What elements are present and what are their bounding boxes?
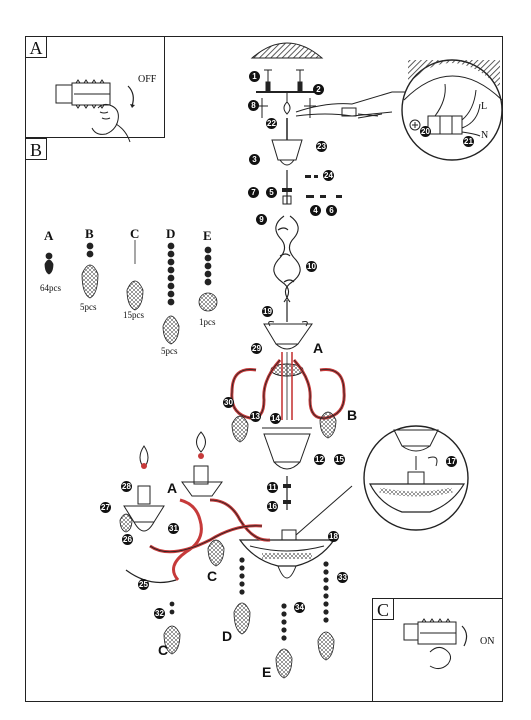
- crystal-d-qty: 5pcs: [161, 346, 178, 356]
- crystal-b-letter: B: [85, 226, 94, 241]
- callout-16: 16: [267, 501, 278, 512]
- part-letter-a-top: A: [313, 340, 324, 356]
- wire-neutral-label: N: [481, 130, 489, 141]
- callout-7: 7: [248, 187, 259, 198]
- ceiling-dome: [250, 42, 324, 59]
- bowl-detail-circle: [363, 425, 469, 531]
- wire-live-label: L: [481, 101, 488, 112]
- callout-25: 25: [138, 579, 149, 590]
- decor-arm-right: [292, 358, 346, 420]
- switch-off-text: OFF: [138, 74, 157, 85]
- callout-28: 28: [121, 481, 132, 492]
- part-letter-d: D: [222, 628, 233, 644]
- callout-31: 31: [168, 523, 179, 534]
- crystal-c-qty: 15pcs: [123, 310, 144, 320]
- callout-29: 29: [251, 343, 262, 354]
- switch-on-text: ON: [480, 636, 495, 647]
- callout-2: 2: [313, 84, 324, 95]
- crystal-d-letter: D: [166, 226, 176, 241]
- callout-8: 8: [248, 100, 259, 111]
- crystal-c-letter: C: [130, 226, 140, 241]
- chain: [273, 215, 301, 303]
- callout-13: 13: [250, 411, 261, 422]
- part-letter-c-arm: C: [207, 568, 218, 584]
- callout-19: 19: [262, 306, 273, 317]
- panel-c-label: C: [372, 598, 394, 620]
- callout-32: 32: [154, 608, 165, 619]
- rotate-arrow-off: [127, 85, 134, 107]
- crystal-b-qty: 5pcs: [80, 302, 97, 312]
- terminal-block-on: [403, 618, 457, 670]
- callout-5: 5: [266, 187, 277, 198]
- part-letter-b: B: [347, 407, 358, 423]
- callout-30: 30: [223, 397, 234, 408]
- callout-10: 10: [306, 261, 317, 272]
- panel-a-label: A: [25, 36, 47, 58]
- callout-4: 4: [310, 205, 321, 216]
- callout-9: 9: [256, 214, 267, 225]
- callout-17: 17: [446, 456, 457, 467]
- callout-15: 15: [334, 454, 345, 465]
- crystal-a-letter: A: [44, 228, 54, 243]
- crystal-e-letter: E: [203, 228, 212, 243]
- callout-27: 27: [100, 502, 111, 513]
- callout-21: 21: [463, 136, 474, 147]
- callout-23: 23: [316, 141, 327, 152]
- canopy-cup: [271, 139, 303, 161]
- crystal-a-qty: 64pcs: [40, 283, 61, 293]
- crystal-e-qty: 1pcs: [199, 317, 216, 327]
- callout-34: 34: [294, 602, 305, 613]
- callout-26: 26: [122, 534, 133, 545]
- terminal-block-off: [55, 79, 111, 109]
- callout-6: 6: [326, 205, 337, 216]
- diagram-frame: [25, 36, 503, 702]
- callout-12: 12: [314, 454, 325, 465]
- callout-33: 33: [337, 572, 348, 583]
- crystal-legend-drawings: [44, 240, 218, 345]
- callout-11: 11: [267, 482, 278, 493]
- part-letter-e: E: [262, 664, 272, 680]
- callout-3: 3: [249, 154, 260, 165]
- part-letter-a-arm: A: [167, 480, 178, 496]
- callout-14: 14: [270, 413, 281, 424]
- hand-icon-off: [91, 103, 131, 143]
- part-letter-c-low: C: [158, 642, 169, 658]
- callout-20: 20: [420, 126, 431, 137]
- callout-1: 1: [249, 71, 260, 82]
- panel-a: [25, 36, 165, 138]
- callout-18: 18: [328, 531, 339, 542]
- panel-b-label: B: [25, 138, 47, 160]
- callout-24: 24: [323, 170, 334, 181]
- callout-22: 22: [266, 118, 277, 129]
